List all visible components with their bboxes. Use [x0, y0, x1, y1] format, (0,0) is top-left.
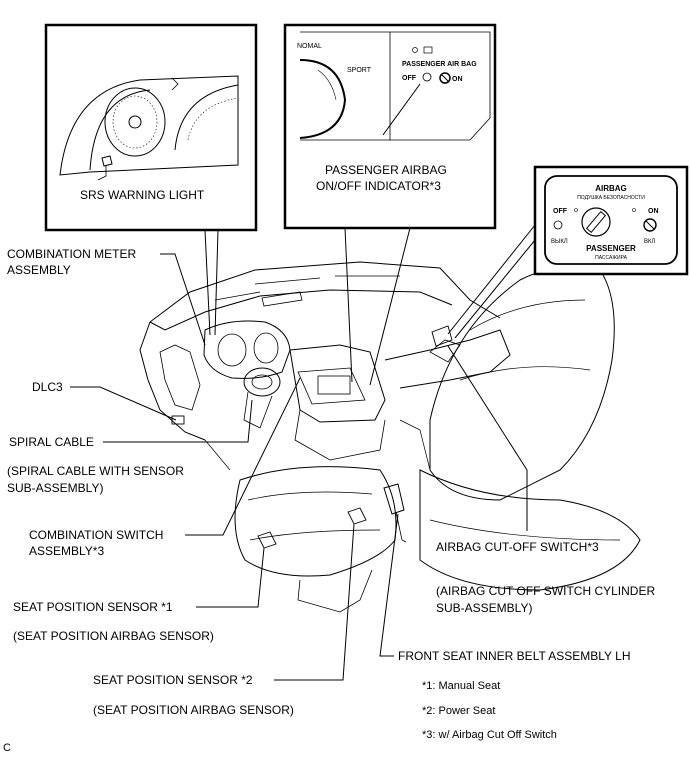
spiral-cable-label: SPIRAL CABLE [9, 435, 94, 449]
switch-off-text: OFF [553, 208, 568, 215]
airbag-cutoff-switch-sub-label-1: (AIRBAG CUT OFF SWITCH CYLINDER [436, 584, 656, 598]
seat-position-sensor-2-sub-label: (SEAT POSITION AIRBAG SENSOR) [93, 703, 294, 717]
indicator-on-text: ON [452, 76, 463, 83]
srs-warning-lamp [101, 155, 113, 167]
front-seat-inner-belt-label: FRONT SEAT INNER BELT ASSEMBLY LH [398, 649, 631, 663]
seat-position-sensor-2-label: SEAT POSITION SENSOR *2 [93, 673, 253, 687]
seat-position-sensor-1-sub-label: (SEAT POSITION AIRBAG SENSOR) [13, 629, 214, 643]
switch-bottom-text: PASSENGER [586, 244, 636, 253]
passenger-airbag-indicator-inset: NOMAL SPORT PASSENGER AIR BAG OFF ON PAS… [283, 23, 497, 230]
airbag-off-icon [439, 72, 451, 84]
airbag-cutoff-switch-sub-label-2: SUB-ASSEMBLY) [436, 601, 533, 615]
gauge-text-nomal: NOMAL [297, 43, 322, 50]
combination-meter-label-1: COMBINATION METER [7, 247, 137, 261]
note-1: *1: Manual Seat [422, 680, 501, 692]
dlc3-label: DLC3 [32, 380, 63, 394]
airbag-cutoff-switch-label: AIRBAG CUT-OFF SWITCH*3 [436, 540, 599, 554]
switch-off-airbag-icon [553, 220, 563, 230]
switch-off-ru: ВЫКЛ [551, 239, 568, 245]
combination-switch-label-1: COMBINATION SWITCH [29, 528, 164, 542]
note-3: *3: w/ Airbag Cut Off Switch [422, 729, 557, 741]
seat-position-sensor-1-label: SEAT POSITION SENSOR *1 [13, 600, 173, 614]
switch-bottom-ru: ПАССАЖИРА [595, 255, 627, 261]
switch-key-cylinder [581, 207, 611, 237]
switch-on-airbag-icon [643, 218, 657, 232]
vehicle-interior-drawing [139, 261, 641, 613]
spiral-cable-sub-label-1: (SPIRAL CABLE WITH SENSOR [7, 464, 184, 478]
switch-title: AIRBAG [595, 184, 627, 193]
figure-code: C [3, 742, 11, 754]
srs-warning-light-label: SRS WARNING LIGHT [80, 188, 205, 202]
passenger-airbag-indicator-label-1: PASSENGER AIRBAG [325, 163, 447, 177]
switch-subtitle: ПОДУШКА БЕЗОПАСНОСТИ [577, 195, 645, 201]
combination-switch-label-2: ASSEMBLY*3 [29, 544, 105, 558]
switch-on-ru: ВКЛ [644, 239, 655, 245]
note-2: *2: Power Seat [422, 705, 496, 717]
combination-meter-label-2: ASSEMBLY [7, 263, 71, 277]
leader-lines [70, 224, 536, 681]
gauge-text-sport: SPORT [347, 67, 372, 74]
indicator-off-text: OFF [402, 75, 417, 82]
airbag-cutoff-switch-inset: AIRBAG ПОДУШКА БЕЗОПАСНОСТИ OFF ON ВЫКЛ … [533, 165, 689, 276]
srs-warning-light-inset: SRS WARNING LIGHT [44, 23, 258, 232]
passenger-airbag-indicator-label-2: ON/OFF INDICATOR*3 [316, 179, 441, 193]
spiral-cable-sub-label-2: SUB-ASSEMBLY) [7, 481, 104, 495]
indicator-panel-text: PASSENGER AIR BAG [402, 61, 477, 68]
airbag-person-icon [422, 72, 432, 82]
switch-on-text: ON [648, 208, 659, 215]
